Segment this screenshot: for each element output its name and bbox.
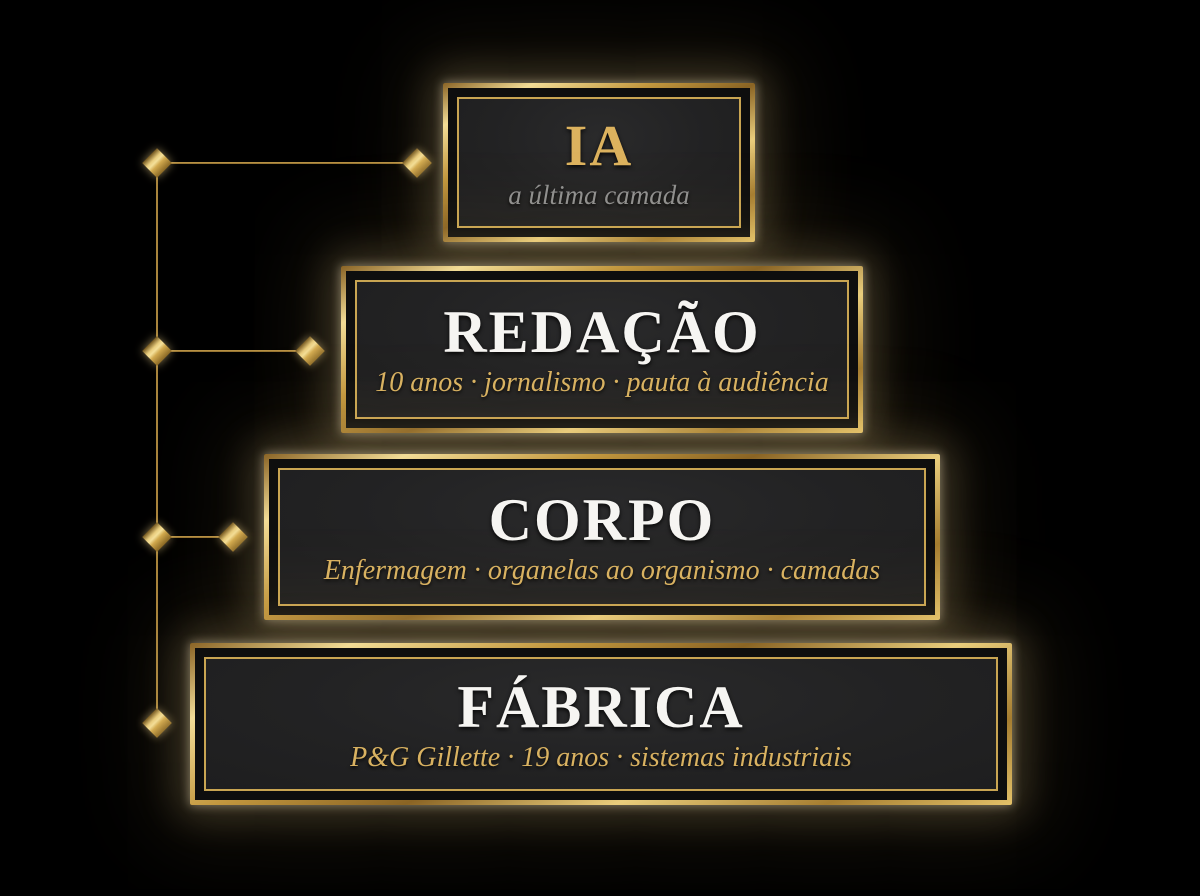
pyramid-level-corpo: CORPO Enfermagem · organelas ao organism… — [264, 454, 940, 620]
plaque-frame-gap: CORPO Enfermagem · organelas ao organism… — [269, 459, 935, 615]
pyramid-level-fabrica: FÁBRICA P&G Gillette · 19 anos · sistema… — [190, 643, 1012, 805]
level-subtitle: a última camada — [508, 179, 690, 210]
level-title: CORPO — [488, 486, 716, 553]
diamond-node-icon — [142, 522, 172, 552]
plaque-frame-gap: REDAÇÃO 10 anos · jornalismo · pauta à a… — [346, 271, 858, 428]
connector-branch-line-ia — [157, 162, 417, 164]
plaque-panel: CORPO Enfermagem · organelas ao organism… — [278, 468, 926, 606]
level-title: FÁBRICA — [457, 673, 745, 740]
level-title: IA — [564, 112, 634, 178]
plaque-panel: REDAÇÃO 10 anos · jornalismo · pauta à a… — [355, 280, 849, 419]
level-subtitle: 10 anos · jornalismo · pauta à audiência — [375, 367, 829, 398]
plaque-panel: FÁBRICA P&G Gillette · 19 anos · sistema… — [204, 657, 998, 791]
diamond-node-icon — [218, 522, 248, 552]
diamond-node-icon — [142, 336, 172, 366]
diamond-node-icon — [142, 148, 172, 178]
pyramid-level-ia: IA a última camada — [443, 83, 755, 242]
plaque-frame-gap: FÁBRICA P&G Gillette · 19 anos · sistema… — [195, 648, 1007, 800]
diamond-node-icon — [402, 148, 432, 178]
plaque-panel: IA a última camada — [457, 97, 741, 228]
diamond-node-icon — [142, 708, 172, 738]
plaque-frame-gap: IA a última camada — [448, 88, 750, 237]
diamond-node-icon — [295, 336, 325, 366]
pyramid-level-redacao: REDAÇÃO 10 anos · jornalismo · pauta à a… — [341, 266, 863, 433]
connector-branch-line-corpo — [157, 536, 233, 538]
level-subtitle: Enfermagem · organelas ao organismo · ca… — [323, 554, 881, 586]
level-subtitle: P&G Gillette · 19 anos · sistemas indust… — [350, 741, 852, 773]
connector-branch-line-redacao — [157, 350, 310, 352]
level-title: REDAÇÃO — [443, 299, 761, 365]
connector-trunk-line — [156, 163, 158, 723]
